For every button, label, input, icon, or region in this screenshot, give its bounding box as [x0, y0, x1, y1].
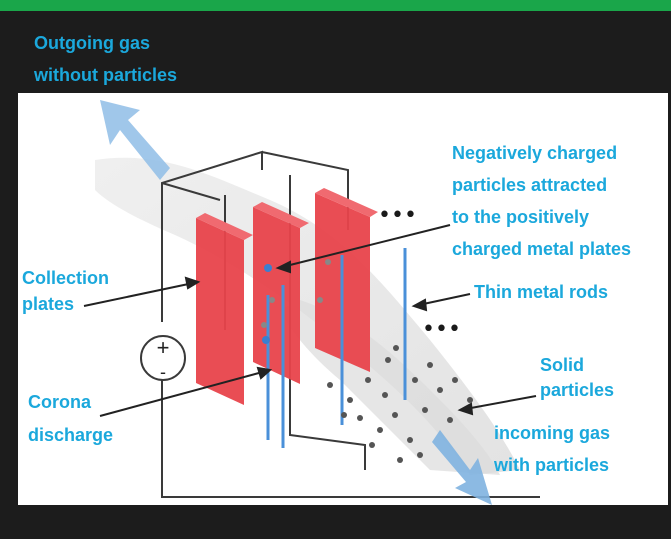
power-source-icon: [140, 335, 186, 381]
minus-sign: -: [160, 362, 166, 382]
ellipsis-top: •••: [378, 203, 417, 228]
label-negative-line4: charged metal plates: [452, 239, 632, 259]
charged-particle: [325, 259, 331, 265]
incoming-arrow-icon: [432, 430, 492, 505]
charged-particle: [317, 297, 323, 303]
circuit-wire: [161, 150, 540, 498]
label-corona-line1: Corona: [28, 392, 91, 412]
ellipsis-mid: •••: [422, 317, 461, 342]
pointer-arrows: [83, 224, 537, 417]
label-negative-line2: particles attracted: [452, 175, 608, 195]
charged-particle: [269, 297, 275, 303]
top-accent-bar: [0, 0, 671, 11]
label-solid-line2: particles: [540, 380, 615, 400]
charged-particle: [262, 336, 270, 344]
label-solid-line1: Solid: [540, 355, 584, 375]
collection-plate-3-edge: [315, 188, 378, 217]
label-negative-line3: to the positively: [452, 207, 590, 227]
collection-plate-1: [196, 218, 244, 405]
label-outgoing-gas-line2: without particles: [34, 65, 178, 85]
label-collection-line2: plates: [22, 294, 75, 314]
plus-sign: +: [157, 335, 170, 360]
collection-plate-2: [253, 207, 300, 384]
label-incoming-line1: incoming gas: [494, 423, 611, 443]
label-incoming-line2: with particles: [494, 455, 610, 475]
outgoing-arrow-icon: [100, 100, 170, 180]
label-negative-line1: Negatively charged: [452, 143, 618, 163]
charged-particle: [264, 264, 272, 272]
charged-particle: [261, 322, 267, 328]
label-collection-line1: Collection: [22, 268, 110, 288]
collection-plate-2-edge: [253, 202, 309, 228]
label-corona-line2: discharge: [28, 425, 114, 445]
label-outgoing-gas-line1: Outgoing gas: [34, 33, 150, 53]
solid-particles: [327, 345, 473, 463]
collection-plate-1-edge: [196, 213, 253, 240]
label-thin-metal-rods: Thin metal rods: [474, 282, 609, 302]
